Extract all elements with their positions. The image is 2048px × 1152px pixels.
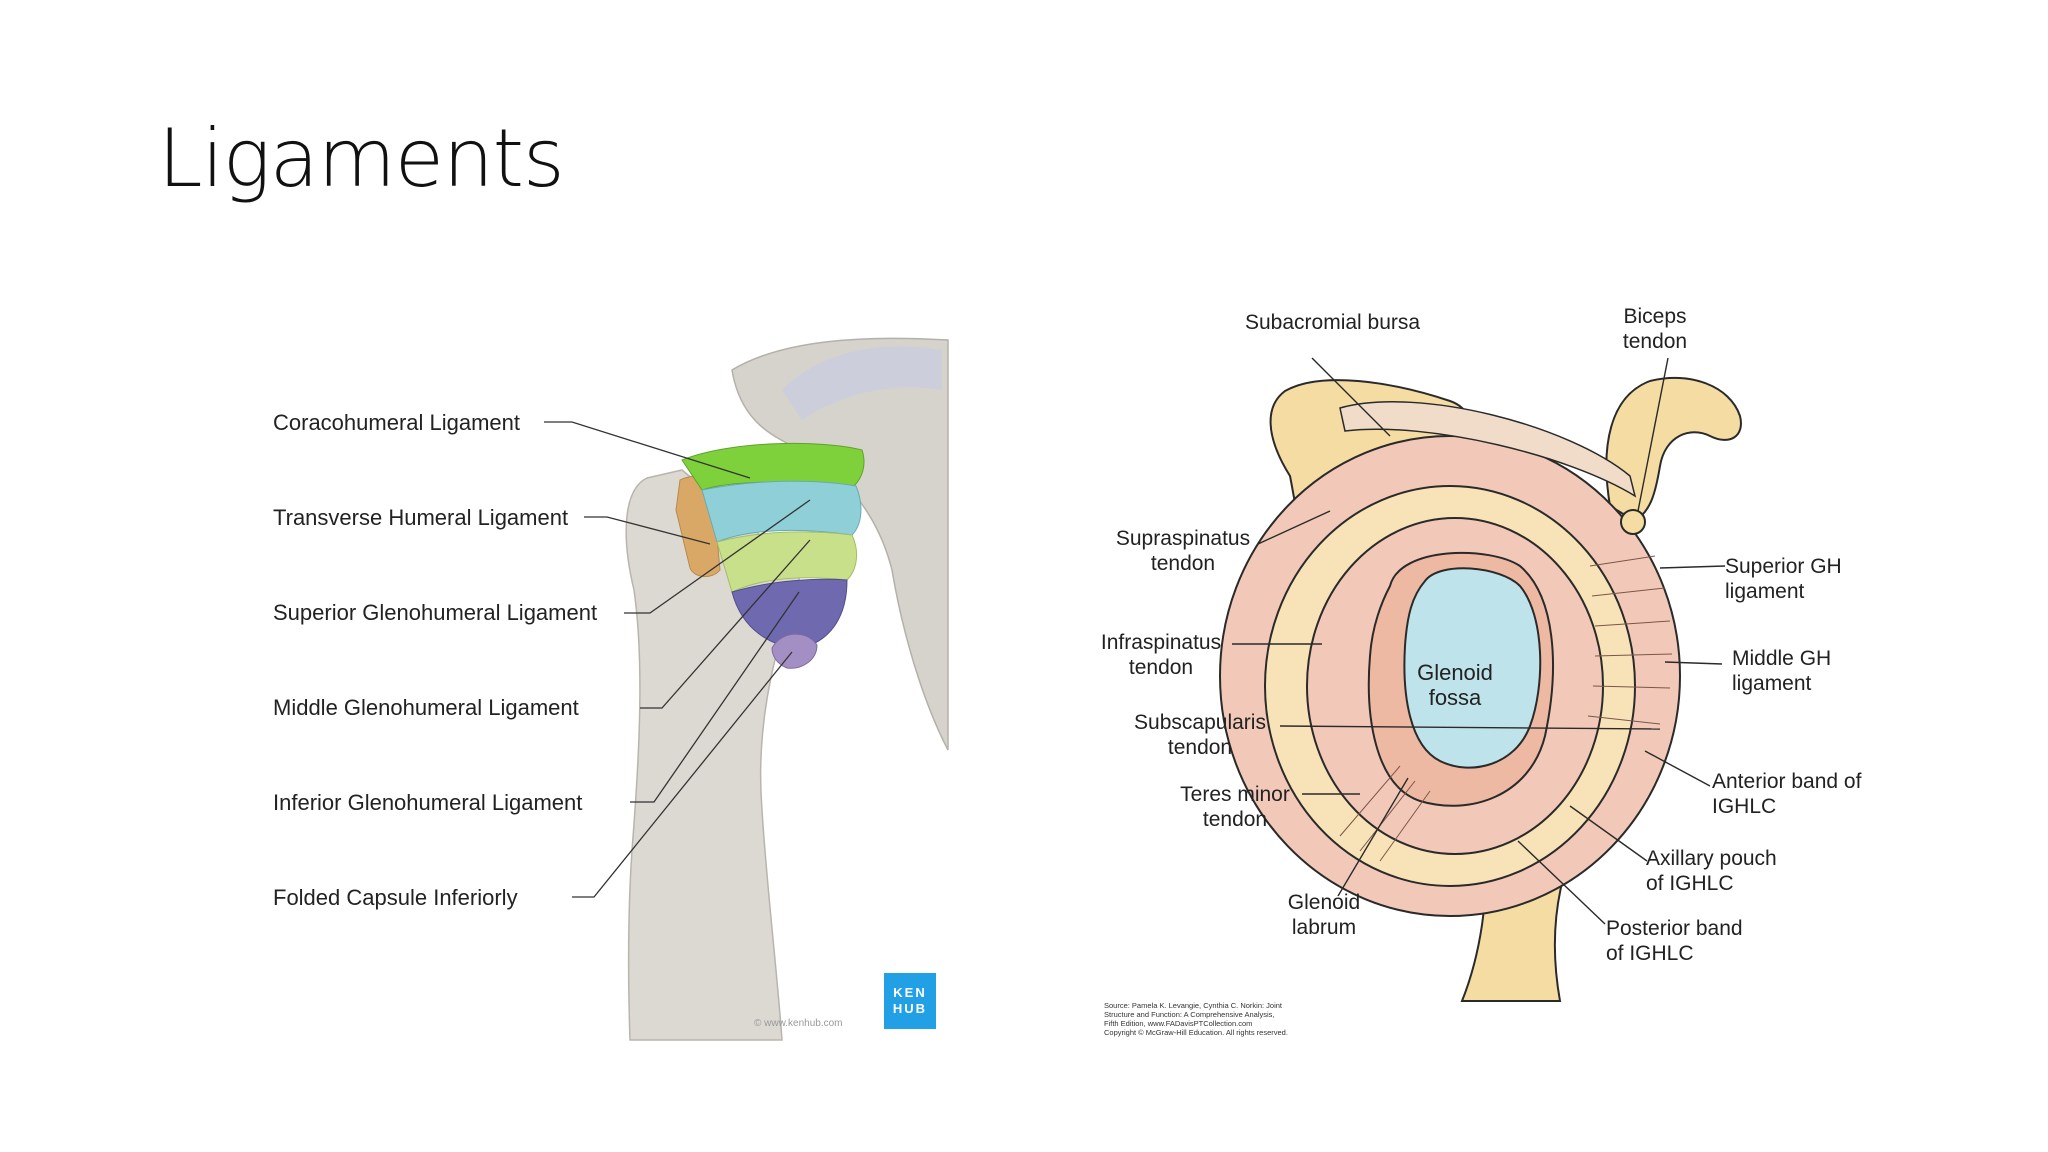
label-inferior-glenohumeral-ligament: Inferior Glenohumeral Ligament [273,790,583,815]
label-superior-glenohumeral-ligament: Superior Glenohumeral Ligament [273,600,598,625]
label-biceps-tendon: Biceps tendon [1622,305,1688,353]
ligament-striations [1339,555,1673,862]
label-anterior-band-ighlc: Anterior band of IGHLC [1712,770,1862,818]
biceps-tendon-end [1620,509,1646,535]
slide-title: Ligaments [158,112,565,205]
label-glenoid-labrum: Glenoid labrum [1287,891,1361,939]
label-glenoid-fossa: Glenoid fossa [1417,660,1493,710]
kenhub-logo: KEN HUB [884,973,936,1029]
left-leader-lines [544,421,811,898]
folded-capsule-shape [771,633,818,669]
shoulder-ligaments-drawing [544,337,949,1041]
shoulder-ligaments-illustration: Coracohumeral Ligament Transverse Humera… [262,330,949,1041]
label-transverse-humeral-ligament: Transverse Humeral Ligament [273,505,569,530]
right-leader-lines [1232,357,1726,925]
kenhub-credit: © www.kenhub.com [754,1018,843,1029]
label-infraspinatus-tendon: Infraspinatus tendon [1100,631,1222,679]
superior-gh-shape [701,480,862,543]
label-middle-gh-ligament: Middle GH ligament [1732,647,1832,695]
label-subacromial-bursa: Subacromial bursa [1245,311,1421,334]
coracoid [1605,376,1742,523]
label-middle-glenohumeral-ligament: Middle Glenohumeral Ligament [273,695,579,720]
label-axillary-pouch-ighlc: Axillary pouch of IGHLC [1646,847,1777,895]
glenoid-fossa-illustration: Subacromial bursa Biceps tendon Supraspi… [1090,296,1870,1046]
biceps-tendon-band [1339,401,1637,498]
label-supraspinatus-tendon: Supraspinatus tendon [1115,527,1251,575]
acromial-fibers [782,346,942,420]
glenoid-fossa-shape [1403,567,1542,769]
label-superior-gh-ligament: Superior GH ligament [1725,555,1842,603]
glenoid-drawing [1219,357,1742,1002]
label-coracohumeral-ligament: Coracohumeral Ligament [273,410,521,435]
label-folded-capsule-inferiorly: Folded Capsule Inferiorly [273,885,518,910]
middle-gh-shape [716,531,858,593]
label-subscapularis-tendon: Subscapularis tendon [1134,711,1266,759]
source-citation: Source: Pamela K. Levangie, Cynthia C. N… [1104,1001,1288,1037]
label-posterior-band-ighlc: Posterior band of IGHLC [1606,917,1743,965]
label-teres-minor-tendon: Teres minor tendon [1180,783,1290,831]
